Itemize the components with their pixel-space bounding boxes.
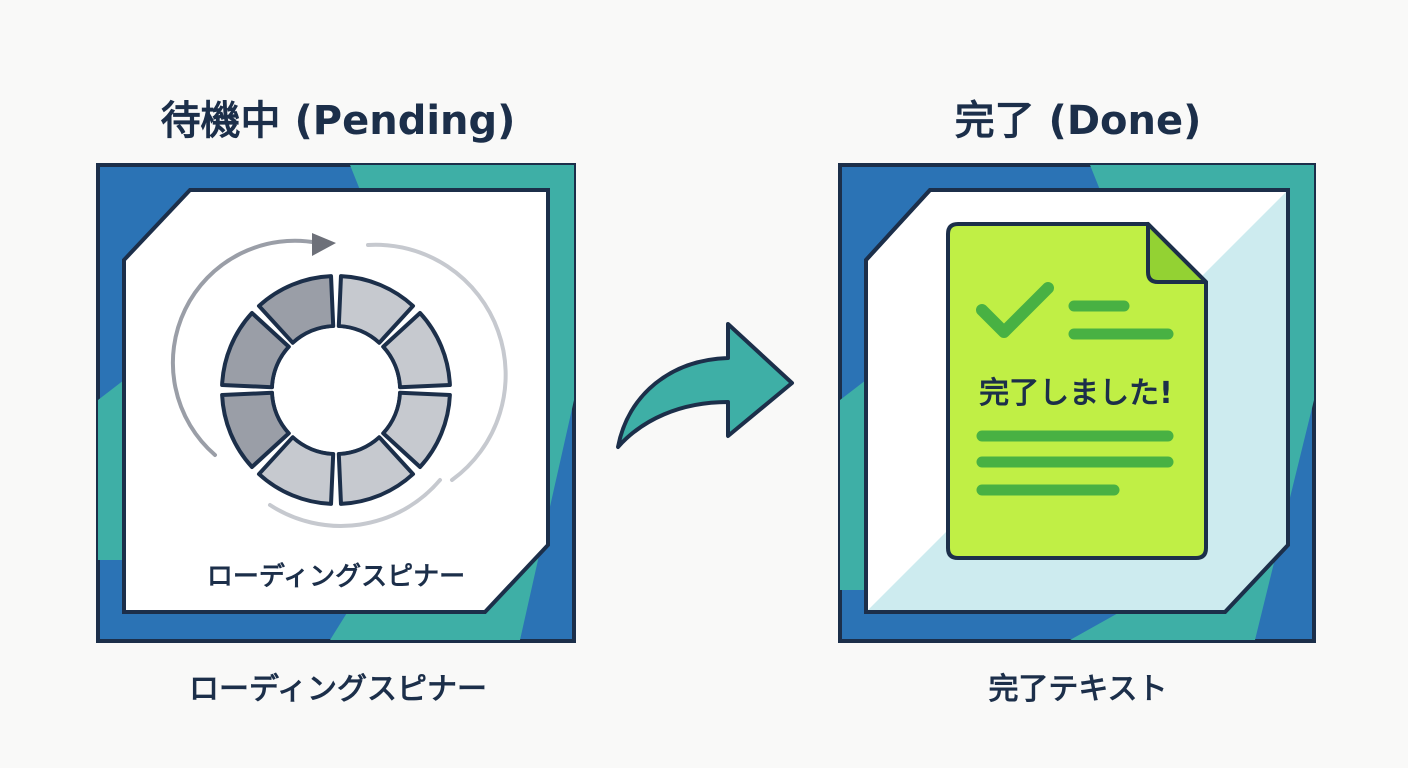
pending-panel: ローディングスピナー (96, 163, 576, 643)
rotation-arc-right (366, 242, 508, 482)
spinner-segment (220, 310, 291, 390)
document-check-icon (946, 222, 1208, 560)
pending-inner-label: ローディングスピナー (207, 561, 465, 592)
spinner-segment (220, 390, 291, 470)
checkmark-icon (976, 282, 1054, 338)
spinner-segment (256, 274, 336, 345)
pending-caption: ローディングスピナー (189, 672, 487, 707)
done-panel-accent-left (840, 380, 866, 590)
done-panel-card-border (864, 188, 1290, 614)
pending-panel-accent-left (98, 380, 124, 560)
loading-spinner-icon (220, 274, 452, 506)
rotation-arc-bottom (268, 478, 442, 528)
spinner-segment (381, 310, 452, 390)
spinner-segment (256, 435, 336, 506)
done-panel: 完了しました! (838, 163, 1316, 643)
pending-title: 待機中 (Pending) (160, 98, 516, 144)
rotation-arrowhead (312, 233, 336, 256)
document-heading: 完了しました! (979, 376, 1173, 411)
done-caption: 完了テキスト (988, 672, 1168, 707)
spinner-center (274, 328, 398, 452)
done-title: 完了 (Done) (954, 98, 1202, 144)
spinner-segment (336, 274, 416, 345)
spinner-segment (336, 435, 416, 506)
curved-arrow-right-icon (616, 322, 794, 449)
spinner-segment (381, 390, 452, 470)
rotation-arc-left (170, 238, 320, 457)
